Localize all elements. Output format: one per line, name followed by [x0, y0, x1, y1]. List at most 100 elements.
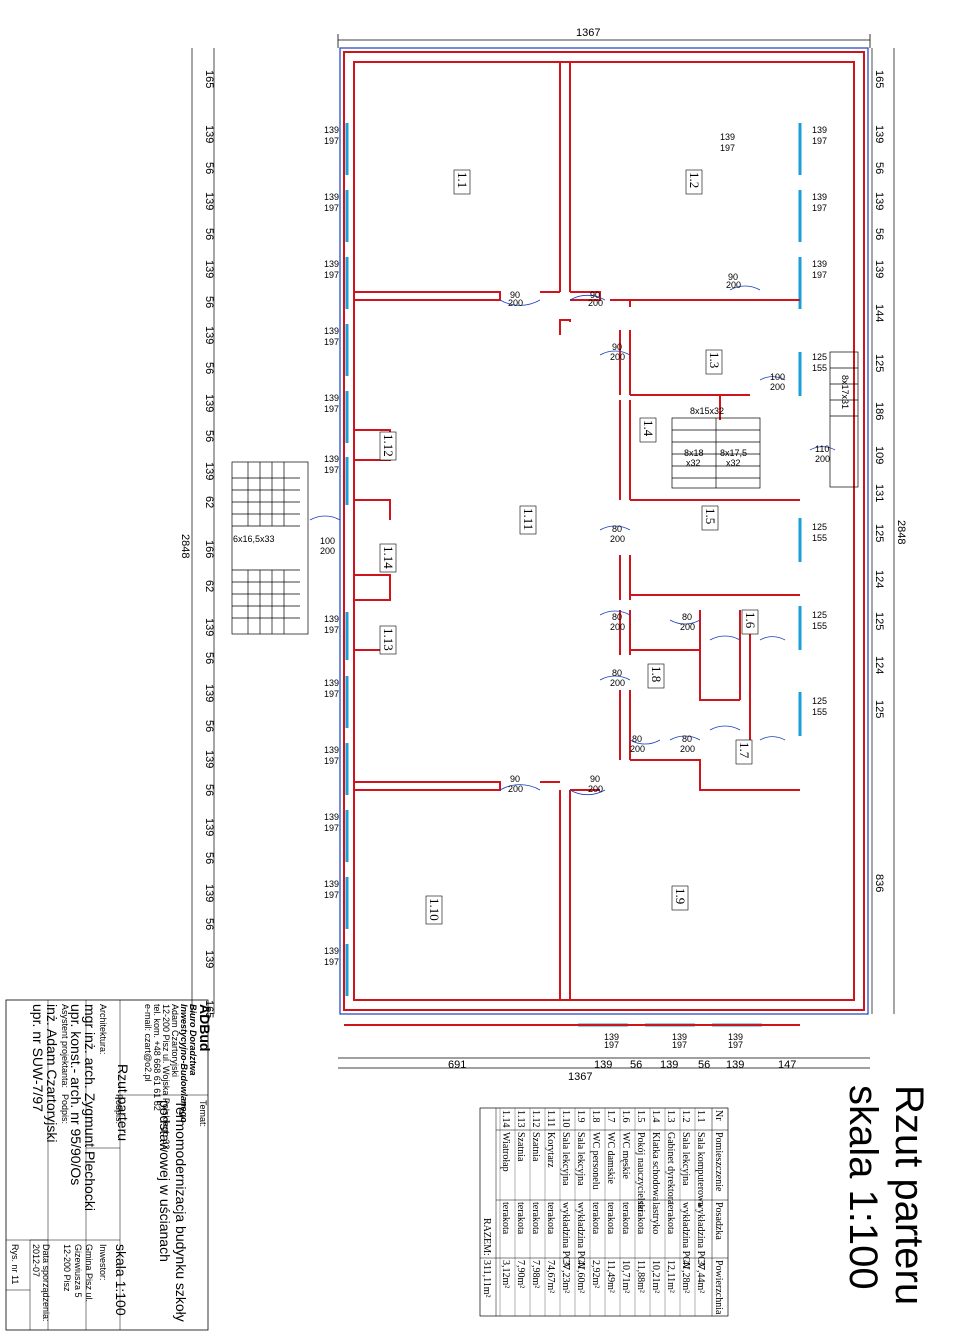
svg-text:197: 197	[324, 136, 339, 146]
svg-text:Data sporządzenia:: Data sporządzenia:	[41, 1244, 51, 1322]
svg-text:200: 200	[610, 352, 625, 362]
table-cell: 1.9	[575, 1110, 586, 1123]
room-label-1-3: 1.3	[707, 352, 722, 368]
svg-text:56: 56	[698, 1059, 710, 1071]
table-cell: Gabinet dyrektora	[665, 1132, 676, 1205]
svg-text:Asystent projektanta:: Asystent projektanta:	[60, 1004, 70, 1088]
external-stairs-label: 6x16,5x33	[233, 534, 275, 544]
table-cell: Klatka schodowa	[650, 1132, 661, 1202]
svg-text:tel. kom. +48 668 61 61 82: tel. kom. +48 668 61 61 82	[152, 1004, 162, 1111]
right-external-stairs	[829, 351, 859, 488]
table-cell: 1.2	[680, 1110, 691, 1123]
table-cell: 1.5	[635, 1110, 646, 1123]
svg-text:197: 197	[728, 1040, 743, 1050]
svg-text:90: 90	[728, 272, 738, 282]
svg-text:139: 139	[873, 192, 885, 210]
table-cell: Sala lekcyjna	[680, 1132, 691, 1186]
svg-text:109: 109	[873, 446, 885, 464]
svg-text:139: 139	[324, 678, 339, 688]
table-cell: 1.13	[515, 1110, 526, 1128]
svg-text:200: 200	[588, 784, 603, 794]
svg-text:Inwestycyjno-Budowlanego: Inwestycyjno-Budowlanego	[179, 1004, 189, 1123]
svg-text:139: 139	[324, 946, 339, 956]
svg-text:56: 56	[873, 162, 885, 174]
svg-text:139: 139	[324, 879, 339, 889]
svg-text:166: 166	[203, 540, 215, 558]
table-cell: 1.7	[605, 1110, 616, 1123]
svg-text:139: 139	[324, 125, 339, 135]
table-cell: 1.11	[545, 1110, 556, 1127]
table-cell: Szatnia	[515, 1132, 526, 1162]
table-cell: 1.6	[620, 1110, 631, 1123]
table-cell: terakota	[590, 1202, 601, 1235]
project-topic-line1: Termomodernizacja budynku szkoły	[173, 1100, 189, 1322]
svg-text:139: 139	[203, 326, 215, 344]
svg-text:Adam Czartoryjski: Adam Czartoryjski	[170, 1004, 180, 1077]
svg-text:131: 131	[873, 484, 885, 502]
table-cell: 41,28m²	[680, 1260, 691, 1293]
svg-text:90: 90	[590, 290, 600, 300]
table-cell: 1.4	[650, 1110, 661, 1123]
table-cell: terakota	[635, 1202, 646, 1235]
svg-text:80: 80	[612, 524, 622, 534]
table-cell: 1.8	[590, 1110, 601, 1123]
svg-text:56: 56	[203, 296, 215, 308]
table-cell: terakota	[500, 1202, 511, 1235]
svg-text:139: 139	[873, 125, 885, 143]
svg-text:139: 139	[203, 618, 215, 636]
table-cell: WC personelu	[590, 1132, 601, 1190]
svg-text:56: 56	[203, 784, 215, 796]
table-cell: 1.10	[560, 1110, 571, 1128]
svg-text:Nr: Nr	[713, 1110, 724, 1121]
svg-text:90: 90	[612, 342, 622, 352]
table-cell: wykładzina PCV	[560, 1202, 571, 1271]
svg-text:inż. Adam Czartoryjski: inż. Adam Czartoryjski	[44, 1004, 60, 1142]
table-cell: terakota	[605, 1202, 616, 1235]
svg-text:139: 139	[726, 1059, 744, 1071]
inner-stairs-label-b2: x32	[686, 458, 701, 468]
svg-text:Gmina Pisz ul.: Gmina Pisz ul.	[84, 1244, 94, 1302]
table-cell: 1.1	[695, 1110, 706, 1123]
svg-text:139: 139	[203, 260, 215, 278]
room-label-1-8: 1.8	[649, 666, 664, 682]
room-labels: 1.1 1.2 1.3 1.4 1.5 1.6 1.7 1.8 1.9 1.10…	[379, 169, 759, 925]
svg-text:125: 125	[812, 352, 827, 362]
table-cell: 1.14	[500, 1110, 511, 1128]
svg-text:125: 125	[812, 610, 827, 620]
inner-stairs-label-a: 8x15x32	[690, 406, 724, 416]
svg-text:139: 139	[324, 454, 339, 464]
svg-text:139: 139	[203, 950, 215, 968]
table-cell: WC męskie	[620, 1132, 631, 1179]
svg-text:197: 197	[324, 270, 339, 280]
top-total-dimension: 1367	[576, 27, 600, 39]
svg-text:90: 90	[510, 290, 520, 300]
table-cell: 11,49m²	[605, 1260, 616, 1293]
table-cell: 1.3	[665, 1110, 676, 1123]
svg-text:197: 197	[324, 625, 339, 635]
svg-text:200: 200	[588, 298, 603, 308]
svg-text:mgr inż. arch. Zygmunt Plechoc: mgr inż. arch. Zygmunt Plechocki	[82, 1004, 98, 1211]
svg-text:56: 56	[203, 918, 215, 930]
svg-text:Powierzchnia: Powierzchnia	[713, 1260, 724, 1315]
svg-text:139: 139	[203, 125, 215, 143]
right-stairs-label: 8x17x31	[840, 375, 850, 409]
svg-text:Podpis:: Podpis:	[114, 1094, 124, 1124]
svg-text:125: 125	[812, 696, 827, 706]
room-label-1-7: 1.7	[737, 742, 752, 759]
svg-text:62: 62	[203, 580, 215, 592]
svg-text:Podpis:: Podpis:	[60, 1094, 70, 1124]
firm-name: ADBud	[197, 1004, 213, 1051]
drawing-title-line1: Rzut parteru	[887, 1085, 931, 1305]
svg-text:144: 144	[873, 304, 885, 322]
inner-stairs-label-c1: 8x17,5	[720, 448, 747, 458]
room-label-1-5: 1.5	[703, 508, 718, 524]
drawing-title: Rzut parteru skala 1:100	[841, 1085, 931, 1305]
svg-text:Gizewiusza 5: Gizewiusza 5	[73, 1244, 83, 1298]
table-cell: 3,12m²	[500, 1260, 511, 1288]
svg-text:197: 197	[672, 1040, 687, 1050]
svg-text:139: 139	[728, 1032, 743, 1042]
room-label-1-11: 1.11	[521, 508, 536, 530]
